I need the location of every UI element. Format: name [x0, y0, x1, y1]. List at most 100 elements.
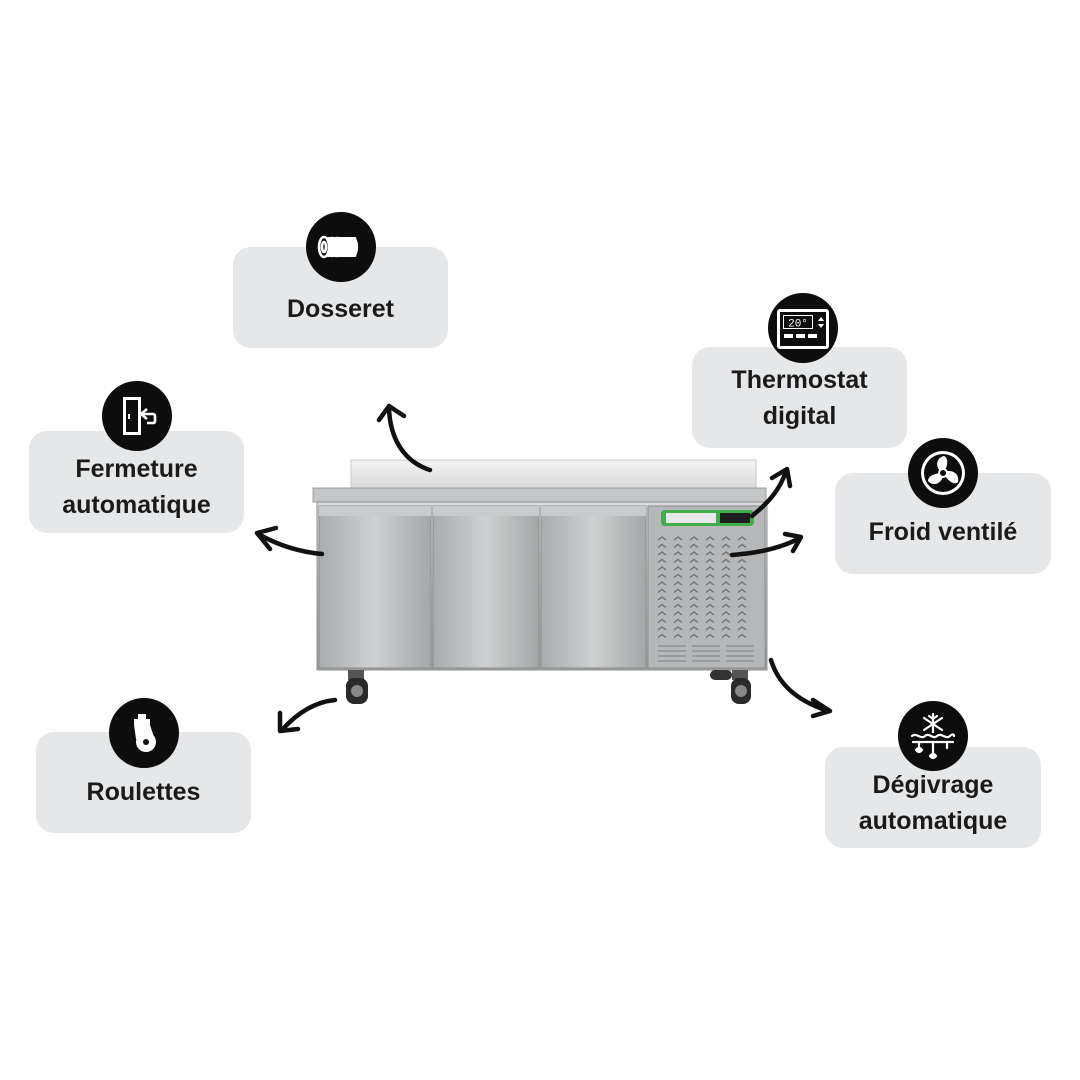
- vent-slot: [705, 573, 715, 579]
- vent-slot: [657, 618, 667, 624]
- vent-slot: [705, 626, 715, 631]
- vent-slot: [721, 588, 731, 594]
- thermostat-display-text: 20°: [788, 319, 808, 331]
- caster-wheel-icon: [109, 698, 179, 768]
- feature-card-froid: Froid ventilé: [835, 473, 1051, 574]
- vent-slot: [721, 626, 731, 631]
- door-2: [432, 505, 540, 669]
- vent-slot: [737, 596, 747, 601]
- machine-compartment: [647, 505, 766, 669]
- ventilation-grille: [657, 536, 747, 639]
- vent-slot: [689, 573, 699, 579]
- vent-slot: [705, 611, 715, 616]
- vent-slot: [657, 566, 667, 571]
- feature-label-roulettes: Roulettes: [86, 777, 201, 806]
- vent-slot: [657, 558, 667, 564]
- vent-slot: [705, 566, 715, 571]
- vent-slot: [705, 543, 715, 549]
- vent-slot: [673, 573, 683, 579]
- vent-slot: [657, 551, 667, 556]
- vent-slot: [705, 551, 715, 556]
- door-3: [540, 505, 647, 669]
- vent-slot: [737, 633, 747, 639]
- vent-slot: [705, 558, 715, 564]
- vent-slot: [673, 633, 683, 639]
- feature-label-thermostat: Thermostat digital: [731, 365, 868, 430]
- vent-slot: [737, 626, 747, 631]
- vent-slot: [673, 596, 683, 601]
- vent-slot: [673, 603, 683, 609]
- vent-slot: [737, 618, 747, 624]
- vent-slot: [721, 618, 731, 624]
- vent-slot: [737, 543, 747, 549]
- vent-slot: [705, 588, 715, 594]
- vent-slot: [689, 618, 699, 624]
- bottom-grille: [658, 645, 754, 662]
- caster-rear-right: [710, 670, 732, 680]
- feature-label-froid: Froid ventilé: [868, 517, 1018, 546]
- arrow-thermostat: [749, 466, 793, 519]
- arrow-dosseret: [376, 403, 433, 473]
- arrow-froid: [729, 531, 804, 558]
- vent-slot: [721, 633, 731, 639]
- vent-slot: [721, 581, 731, 586]
- vent-slot: [705, 603, 715, 609]
- vent-slot: [673, 558, 683, 564]
- vent-slot: [657, 543, 667, 549]
- vent-slot: [673, 536, 683, 541]
- vent-slot: [657, 573, 667, 579]
- vent-slot: [737, 536, 747, 541]
- vent-slot: [737, 581, 747, 586]
- fan-icon: [908, 438, 978, 508]
- self-closing-door-icon: [102, 381, 172, 451]
- vent-slot: [673, 618, 683, 624]
- backsplash-roll-icon: [306, 212, 376, 282]
- feature-card-thermostat: Thermostat digital: [692, 347, 907, 448]
- vent-slot: [737, 566, 747, 571]
- vent-slot: [721, 596, 731, 601]
- vent-slot: [705, 596, 715, 601]
- vent-slot: [721, 558, 731, 564]
- vent-slot: [689, 611, 699, 616]
- caster-left: [346, 670, 368, 704]
- vent-slot: [657, 633, 667, 639]
- vent-slot: [673, 551, 683, 556]
- vent-slot: [673, 543, 683, 549]
- defrost-snowflake-icon: [898, 701, 968, 771]
- vent-slot: [721, 551, 731, 556]
- vent-slot: [657, 596, 667, 601]
- vent-slot: [673, 611, 683, 616]
- vent-slot: [721, 566, 731, 571]
- vent-slot: [689, 558, 699, 564]
- vent-slot: [721, 603, 731, 609]
- vent-slot: [705, 536, 715, 541]
- vent-slot: [737, 588, 747, 594]
- vent-slot: [657, 536, 667, 541]
- vent-slot: [657, 588, 667, 594]
- vent-slot: [737, 611, 747, 616]
- vent-slot: [689, 603, 699, 609]
- vent-slot: [673, 566, 683, 571]
- arrow-roulettes: [277, 697, 338, 734]
- arrow-fermeture: [254, 525, 325, 557]
- vent-slot: [721, 536, 731, 541]
- vent-slot: [657, 603, 667, 609]
- refrigerated-counter-image: [312, 459, 768, 704]
- vent-slot: [657, 626, 667, 631]
- feature-label-dosseret: Dosseret: [287, 294, 394, 323]
- vent-slot: [721, 543, 731, 549]
- vent-slot: [705, 581, 715, 586]
- vent-slot: [657, 611, 667, 616]
- vent-slot: [673, 626, 683, 631]
- vent-slot: [737, 573, 747, 579]
- caster-right: [731, 670, 751, 704]
- vent-slot: [673, 581, 683, 586]
- vent-slot: [689, 596, 699, 601]
- vent-slot: [689, 566, 699, 571]
- arrow-degivrage: [768, 657, 833, 719]
- vent-slot: [721, 611, 731, 616]
- vent-slot: [689, 543, 699, 549]
- vent-slot: [689, 588, 699, 594]
